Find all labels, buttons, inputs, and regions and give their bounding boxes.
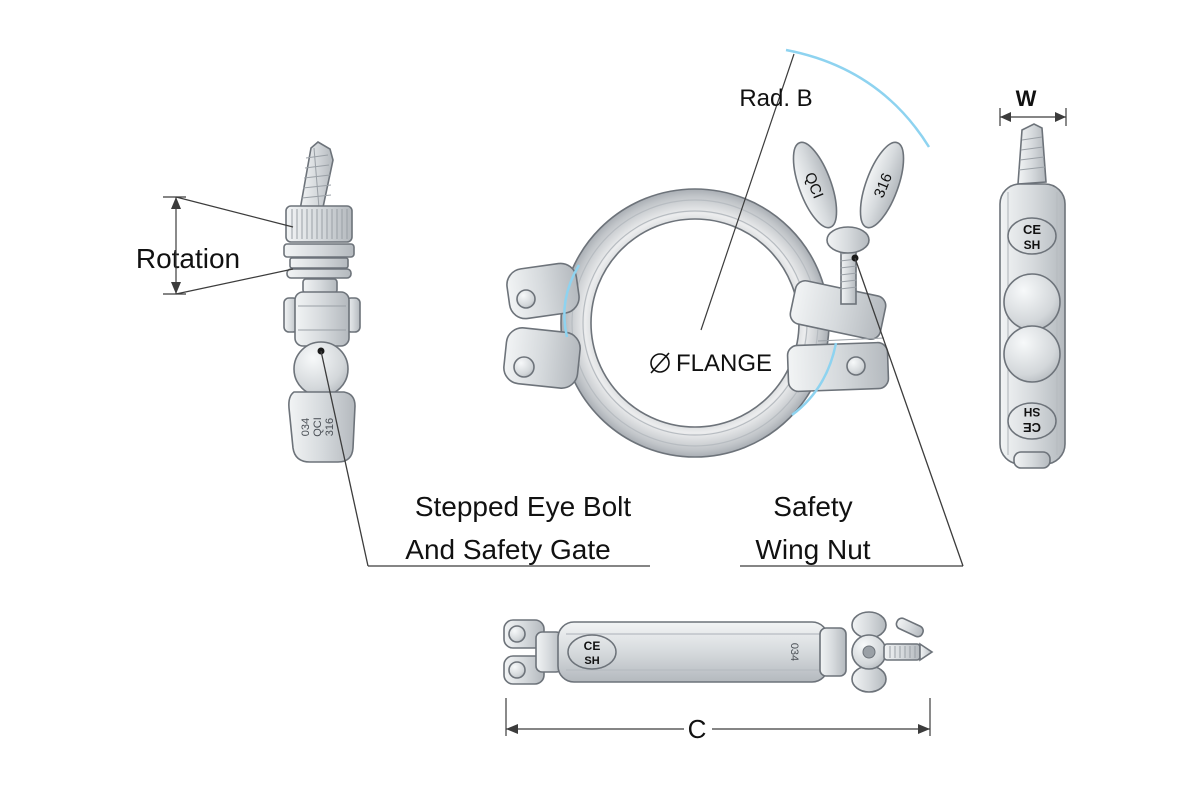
- arrow-c-right: [918, 724, 930, 734]
- wing-right: [859, 141, 905, 229]
- washer: [286, 268, 352, 279]
- highlight-arc-bottom-right: [791, 342, 838, 417]
- bolt-slot-block: [819, 627, 847, 677]
- ce-mark-bottom: CE: [1023, 420, 1041, 435]
- clevis-pin-upper: [508, 625, 526, 643]
- lug-pin: [846, 356, 866, 376]
- c-dimension: C: [505, 698, 931, 744]
- ce-stamp-top: CE SH: [1007, 217, 1057, 255]
- callout-eye-bolt-line2: And Safety Gate: [405, 534, 610, 565]
- highlight-arc-left: [563, 264, 581, 338]
- callout-eye-bolt-line1: Stepped Eye Bolt: [415, 491, 632, 522]
- hinge-pin-upper: [516, 289, 536, 309]
- collar-band: [283, 243, 355, 258]
- hinge-tab-upper: [506, 262, 580, 320]
- ce-stamp-bottom: CE SH: [1007, 402, 1057, 440]
- ce-mark: CE: [1023, 222, 1041, 237]
- stud-tip: [919, 642, 934, 662]
- side-view-left: 034 QCI 316: [283, 141, 361, 463]
- knurl-lines: [291, 209, 348, 239]
- rotation-label: Rotation: [136, 243, 240, 274]
- clamp-foot: [288, 391, 356, 463]
- arrow-c-left: [506, 724, 518, 734]
- arrow-w-left: [1000, 112, 1011, 122]
- callouts: Stepped Eye Bolt And Safety Gate Safety …: [317, 254, 964, 567]
- ce-mark-topview: CE: [584, 639, 601, 653]
- w-dimension: W: [999, 86, 1067, 126]
- rad-b-arc: [785, 48, 931, 148]
- flange-label: FLANGE: [676, 350, 772, 377]
- wing-top-edge: [851, 611, 887, 639]
- diameter-symbol: [650, 353, 670, 373]
- eye-bolt-serrations: [301, 147, 332, 209]
- hinge-body: [294, 291, 350, 347]
- stamp-qci: QCI: [312, 417, 324, 437]
- ce-stamp-topview: CE SH: [567, 634, 617, 670]
- wing-bottom-edge: [851, 665, 887, 693]
- arrow-up: [171, 197, 181, 209]
- sh-mark-bottom: SH: [1024, 405, 1041, 419]
- w-label: W: [1016, 86, 1037, 111]
- bolt-stem: [302, 278, 338, 294]
- sh-mark-topview: SH: [584, 655, 599, 667]
- callout-wing-nut-line2: Wing Nut: [755, 534, 870, 565]
- side-view-right: CE SH CE SH: [999, 123, 1066, 469]
- clamp-ring-inner: [590, 218, 800, 428]
- knuckle-upper: [1003, 273, 1061, 331]
- knuckle-lower: [1003, 325, 1061, 383]
- sh-mark: SH: [1024, 238, 1041, 252]
- c-label: C: [688, 714, 707, 744]
- profile-foot: [1013, 451, 1051, 469]
- rad-b-label: Rad. B: [739, 85, 812, 112]
- stud-edge-threads: [889, 646, 916, 658]
- clevis-pin-lower: [508, 661, 526, 679]
- wing-nut-bore: [862, 645, 876, 659]
- wing-nut-hub: [826, 226, 870, 254]
- gate-tip: [1017, 123, 1047, 185]
- rotation-dimension: Rotation: [136, 196, 294, 295]
- safety-gate-tab: [895, 617, 924, 638]
- tip-serrations: [1018, 136, 1046, 171]
- wing-left: [792, 141, 838, 229]
- eye-bolt-stamp: 034 QCI 316: [300, 417, 336, 437]
- stamp-034: 034: [300, 418, 312, 436]
- radius-line: [700, 53, 795, 331]
- arrow-w-right: [1055, 112, 1066, 122]
- hinge-pin-lower: [513, 356, 535, 378]
- hinge-tab-lower: [503, 327, 581, 389]
- bolt-lug-lower: [786, 341, 890, 393]
- front-view: QCI 316 FLANGE Rad. B: [503, 48, 931, 458]
- arrow-down: [171, 282, 181, 294]
- callout-wing-nut-line1: Safety: [773, 491, 852, 522]
- topview-number-stamp: 034: [788, 643, 800, 661]
- top-view: CE SH 034: [503, 611, 934, 693]
- collar-ring: [289, 257, 349, 269]
- flange-label-group: FLANGE: [650, 350, 772, 377]
- stamp-316: 316: [324, 418, 336, 436]
